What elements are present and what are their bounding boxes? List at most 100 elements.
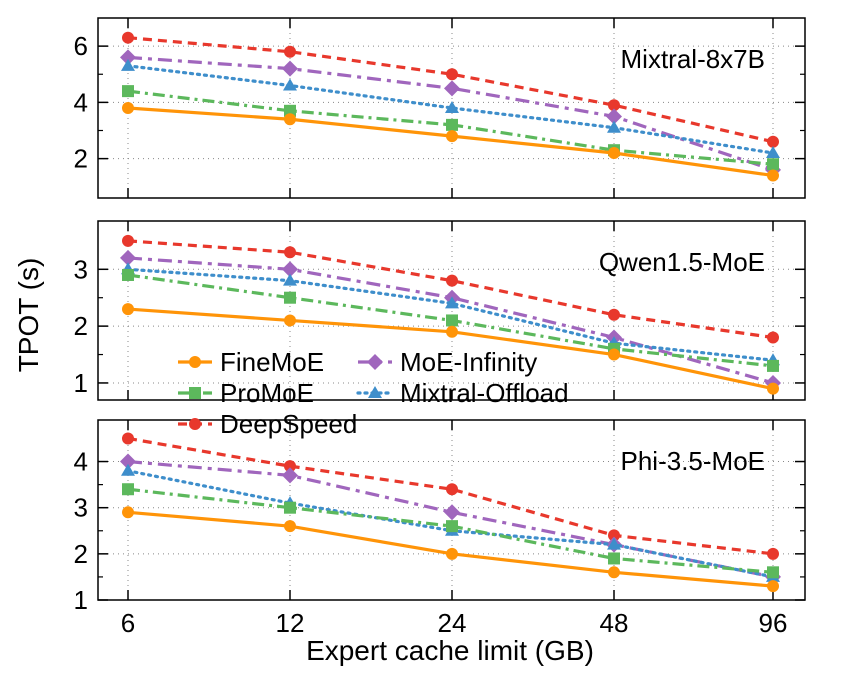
series-line	[127, 55, 774, 172]
data-point	[606, 108, 622, 125]
series-finemoe	[122, 303, 779, 395]
data-point	[444, 504, 460, 521]
series-line	[127, 36, 774, 144]
x-tick-label: 24	[438, 608, 467, 638]
data-point	[445, 101, 459, 113]
x-tick-label: 96	[759, 608, 788, 638]
y-tick-label: 2	[74, 311, 88, 341]
data-point	[120, 49, 136, 66]
data-point	[608, 529, 620, 542]
legend-marker	[189, 387, 201, 399]
data-point	[608, 552, 620, 565]
legend-label: ProMoE	[220, 378, 314, 408]
y-tick-label: 2	[74, 144, 88, 174]
data-point	[446, 118, 458, 131]
data-point	[122, 102, 134, 114]
data-point	[284, 45, 296, 58]
data-point	[282, 60, 298, 77]
x-axis-label: Expert cache limit (GB)	[306, 635, 594, 666]
legend-marker	[189, 356, 201, 368]
data-point	[446, 274, 458, 287]
data-point	[120, 249, 136, 266]
y-tick-label: 1	[74, 368, 88, 398]
data-point	[607, 537, 621, 550]
data-point	[446, 325, 458, 338]
legend-marker	[367, 354, 383, 370]
series-line	[127, 239, 774, 340]
data-point	[122, 483, 134, 496]
series-mixtral-offload	[121, 58, 780, 158]
series-deepspeed	[122, 234, 779, 344]
data-point	[766, 146, 780, 158]
y-tick-label: 4	[74, 87, 88, 117]
data-point	[767, 158, 779, 171]
data-point	[607, 120, 621, 133]
legend-label: DeepSpeed	[220, 409, 357, 439]
series-line	[126, 267, 775, 362]
series-promoe	[122, 85, 779, 171]
data-point	[446, 547, 458, 560]
y-tick-label: 1	[74, 585, 88, 615]
panel-qwen1-5-moe: 1 2 3 Qwen1.5-MoE	[74, 220, 806, 401]
series-line	[127, 256, 774, 385]
y-tick-label: 3	[74, 254, 88, 284]
data-point	[122, 303, 134, 316]
data-point	[122, 268, 134, 281]
data-point	[282, 467, 298, 484]
data-point	[284, 291, 296, 304]
data-point	[608, 348, 620, 361]
data-point	[608, 147, 620, 159]
series-finemoe	[122, 102, 779, 182]
data-point	[284, 246, 296, 259]
data-point	[283, 78, 297, 91]
x-tick-label: 48	[600, 608, 629, 638]
data-point	[284, 104, 296, 117]
data-point	[284, 113, 296, 126]
data-point	[608, 308, 620, 321]
series-moe-infinity	[120, 49, 781, 178]
series-line	[127, 436, 774, 556]
panel-title: Qwen1.5-MoE	[599, 247, 765, 277]
data-point	[767, 169, 779, 182]
data-point	[608, 99, 620, 112]
data-point	[446, 130, 458, 143]
y-tick-label: 3	[74, 493, 88, 523]
legend-marker	[189, 418, 201, 430]
legend-entry-finemoe: FineMoE	[178, 347, 324, 377]
x-tick-label: 12	[276, 608, 305, 638]
data-point	[445, 296, 459, 309]
data-point	[282, 261, 298, 278]
data-point	[608, 566, 620, 579]
data-point	[767, 382, 779, 395]
y-axis-label: TPOT (s)	[13, 258, 44, 373]
data-point	[446, 314, 458, 327]
panel-title: Phi-3.5-MoE	[621, 446, 766, 476]
data-point	[122, 432, 134, 445]
data-point	[444, 80, 460, 97]
legend-entry-mixtral-offload: Mixtral-Offload	[356, 378, 569, 408]
legend-entry-promoe: ProMoE	[178, 378, 314, 408]
data-point	[446, 68, 458, 81]
data-point	[283, 273, 297, 286]
data-point	[767, 547, 779, 560]
data-point	[284, 520, 296, 533]
y-tick-label: 6	[74, 31, 88, 61]
legend-label: FineMoE	[220, 347, 324, 377]
series-promoe	[122, 268, 779, 372]
data-point	[446, 483, 458, 496]
data-point	[767, 566, 779, 579]
data-point	[767, 359, 779, 372]
data-point	[122, 234, 134, 247]
data-point	[284, 314, 296, 327]
data-point	[446, 520, 458, 533]
series-deepspeed	[122, 432, 779, 560]
x-tick-label: 6	[121, 608, 135, 638]
data-point	[767, 580, 779, 593]
legend-label: Mixtral-Offload	[400, 378, 569, 408]
y-tick-label: 4	[74, 447, 88, 477]
data-point	[122, 31, 134, 44]
